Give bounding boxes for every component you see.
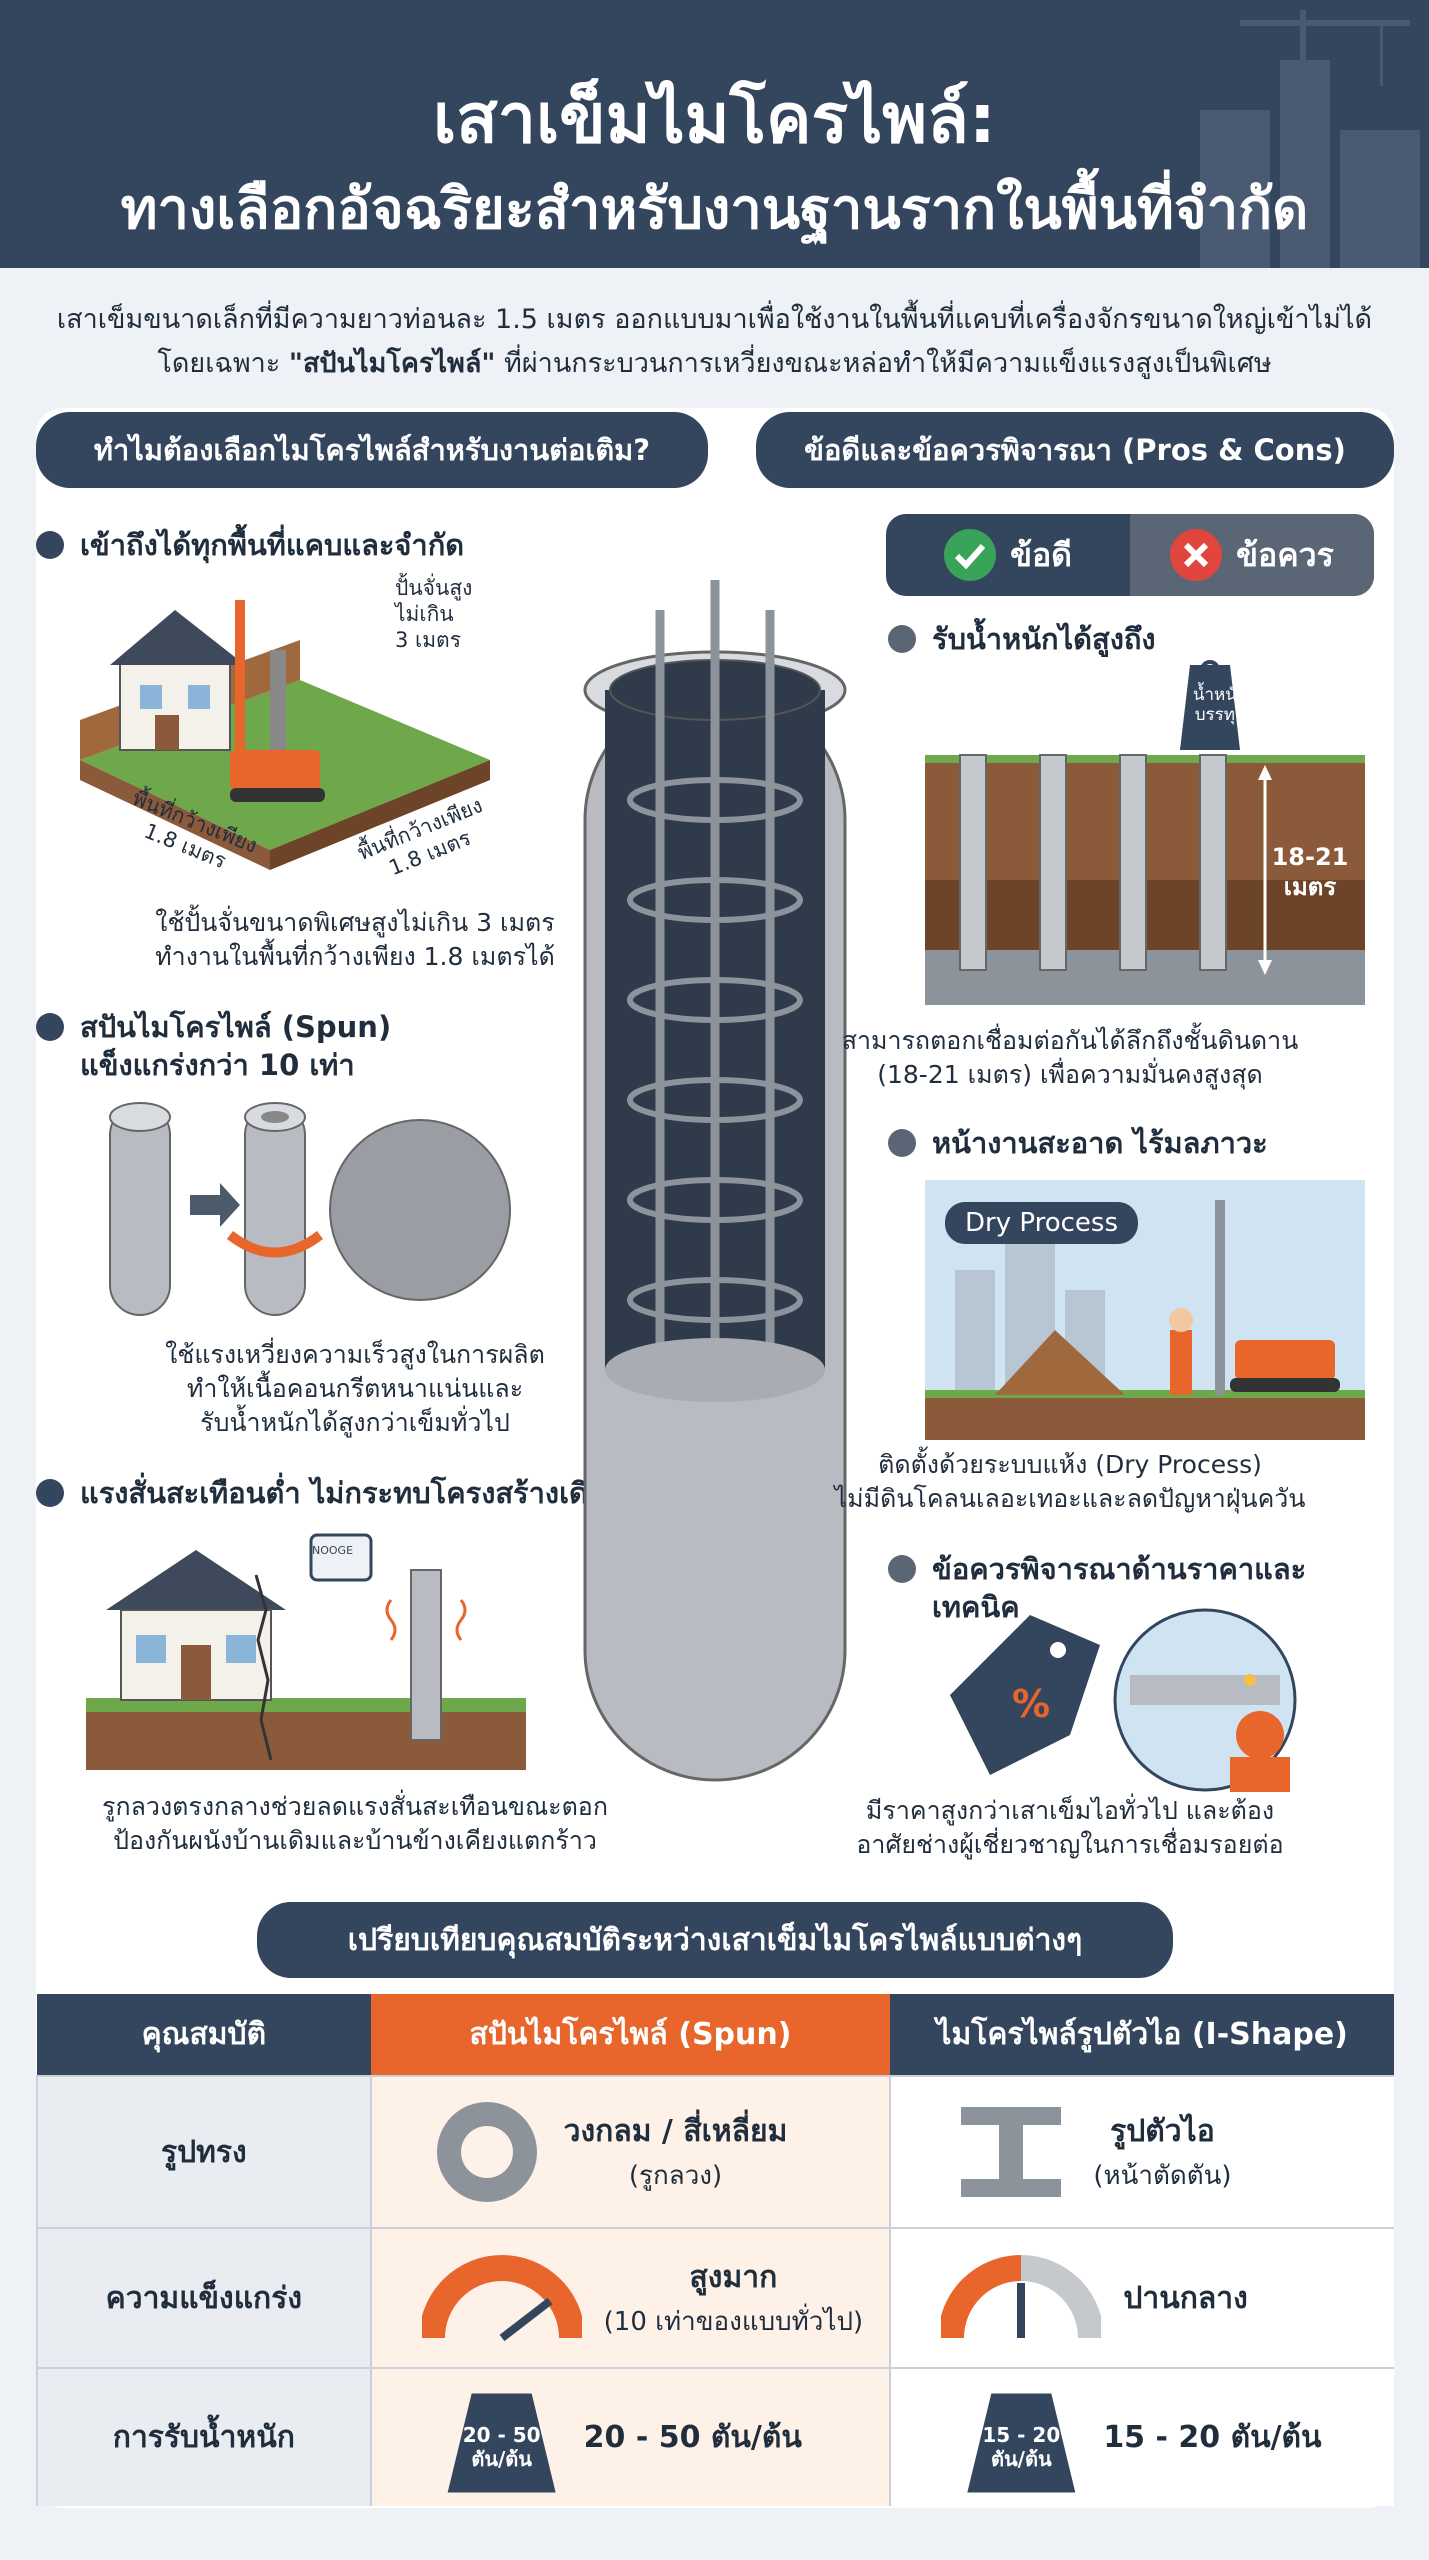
medium-strength-gauge-icon (941, 2255, 1102, 2339)
price-tag-icon: % (1012, 1682, 1051, 1726)
comparison-table: คุณสมบัติ สปันไมโครไพล์ (Spun) ไมโครไพล์… (36, 1994, 1394, 2506)
intro-text: เสาเข็มขนาดเล็กที่มีความยาวท่อนละ 1.5 เม… (30, 298, 1399, 386)
left-panel-title: ทำไมต้องเลือกไมโครไพล์สำหรับงานต่อเติม? (36, 412, 708, 488)
low-vibration-illustration (86, 1533, 526, 1770)
check-icon (944, 529, 997, 581)
page-title-line2: ทางเลือกอัจฉริยะสำหรับงานฐานรากในพื้นที่… (120, 177, 1309, 242)
hollow-circle-icon (436, 2102, 537, 2202)
row-label: ความแข็งแกร่ง (36, 2227, 371, 2368)
cost-technique-illustration (950, 1608, 1297, 1792)
page-title-line1: เสาเข็มไมโครไพล์: (433, 80, 996, 159)
bullet-dot (36, 531, 64, 559)
right-sec3-heading: ข้อควรพิจารณาด้านราคาและเทคนิค (888, 1550, 1388, 1626)
left-sec1-caption: ใช้ปั้นจั่นขนาดพิเศษสูงไม่เกิน 3 เมตร ทำ… (155, 908, 555, 971)
left-sec2-heading: สปันไมโครไพล์ (Spun) แข็งแกร่งกว่า 10 เท… (36, 1008, 676, 1084)
comparison-title: เปรียบเทียบคุณสมบัติระหว่างเสาเข็มไมโครไ… (257, 1902, 1173, 1978)
cross-icon (1170, 529, 1223, 581)
col-header-ishape: ไมโครไพล์รูปตัวไอ (I-Shape) (890, 1994, 1394, 2076)
table-row-shape: รูปทรง วงกลม / สี่เหลี่ยม(รูกลวง) รูปตัว… (36, 2075, 1394, 2228)
bullet-dot (888, 1555, 916, 1583)
weight-badge-icon: 20 - 50 ตัน/ต้น (447, 2393, 556, 2493)
intro-line2: โดยเฉพาะ "สปันไมโครไพล์" ที่ผ่านกระบวนกา… (157, 348, 1272, 379)
left-sec3-heading: แรงสั่นสะเทือนต่ำ ไม่กระทบโครงสร้างเดิม (36, 1474, 676, 1512)
row-label: การรับน้ำหนัก (36, 2367, 371, 2506)
i-beam-icon (961, 2107, 1062, 2197)
bullet-dot (36, 1013, 64, 1041)
toggle-pros[interactable]: ข้อดี (886, 514, 1130, 596)
right-sec1-heading: รับน้ำหนักได้สูงถึง (888, 620, 1368, 658)
right-sec2-caption: ติดตั้งด้วยระบบแห้ง (Dry Process) ไม่มีด… (834, 1450, 1306, 1513)
construction-skyline-icon (1200, 10, 1420, 268)
header-banner: เสาเข็มไมโครไพล์: ทางเลือกอัจฉริยะสำหรับ… (0, 0, 1429, 268)
depth-label: 18-21 เมตร (1271, 843, 1349, 901)
col-header-property: คุณสมบัติ (37, 1994, 371, 2076)
right-sec1-caption: สามารถตอกเชื่อมต่อกันได้ลึกถึงชั้นดินดาน… (841, 1026, 1299, 1089)
table-row-load: การรับน้ำหนัก 20 - 50 ตัน/ต้น 20 - 50 ตั… (36, 2367, 1394, 2506)
high-strength-gauge-icon (421, 2255, 582, 2342)
intro-highlight: "สปันไมโครไพล์" (288, 348, 496, 379)
load-weight-label: น้ำหนัก บรรทุก (1192, 685, 1248, 725)
load-bearing-depth-illustration (925, 660, 1365, 1005)
row-label: รูปทรง (36, 2075, 371, 2228)
right-panel-title: ข้อดีและข้อควรพิจารณา (Pros & Cons) (756, 412, 1394, 488)
right-sec2-heading: หน้างานสะอาด ไร้มลภาวะ (888, 1124, 1368, 1162)
pros-cons-toggle[interactable]: ข้อดี ข้อควร (886, 514, 1374, 596)
bullet-dot (888, 1129, 916, 1157)
col-header-spun: สปันไมโครไพล์ (Spun) (370, 1994, 891, 2076)
spun-pile-process-illustration (109, 1102, 511, 1316)
toggle-cons[interactable]: ข้อควร (1130, 514, 1374, 596)
left-sec3-caption: รูกลวงตรงกลางช่วยลดแรงสั่นสะเทือนขณะตอก … (102, 1792, 608, 1855)
left-sec1-heading: เข้าถึงได้ทุกพื้นที่แคบและจำกัด (36, 526, 676, 564)
weight-badge-icon: 15 - 20 ตัน/ต้น (967, 2393, 1076, 2493)
crane-height-label: ปั้นจั่นสูง ไม่เกิน 3 เมตร (395, 576, 473, 652)
left-sec2-caption: ใช้แรงเหวี่ยงความเร็วสูงในการผลิต ทำให้เ… (165, 1340, 545, 1437)
dry-process-badge: Dry Process (945, 1202, 1138, 1244)
bullet-dot (888, 625, 916, 653)
intro-line1: เสาเข็มขนาดเล็กที่มีความยาวท่อนละ 1.5 เม… (56, 304, 1373, 335)
narrow-site-crane-illustration (80, 600, 490, 870)
bullet-dot (36, 1479, 64, 1507)
central-spun-pile-illustration (583, 580, 847, 1782)
table-row-strength: ความแข็งแกร่ง สูงมาก(10 เท่าของแบบทั่วไป… (36, 2227, 1394, 2368)
vibration-monitor-label: NOOGE (312, 1544, 354, 1557)
right-sec3-caption: มีราคาสูงกว่าเสาเข็มไอทั่วไป และต้อง อาศ… (856, 1796, 1284, 1859)
